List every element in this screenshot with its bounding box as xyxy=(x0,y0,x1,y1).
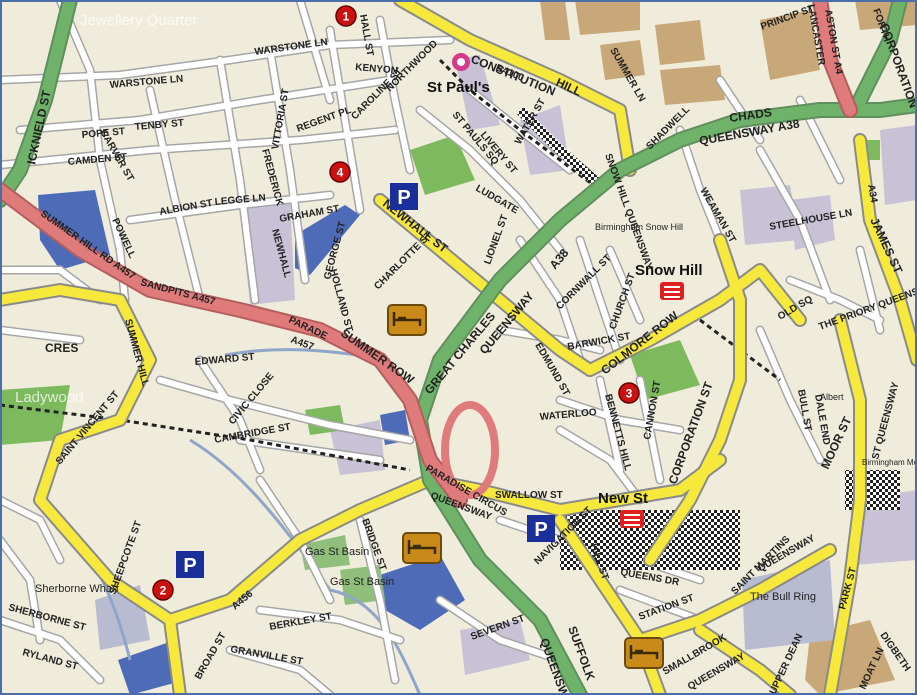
road-label: CHADS xyxy=(728,105,772,125)
station-label: St Paul's xyxy=(427,79,490,96)
hotel-1[interactable] xyxy=(387,304,427,336)
poi-label: Gas St Basin xyxy=(330,576,394,588)
marker-4[interactable]: 4 xyxy=(329,161,351,183)
station-label: Snow Hill xyxy=(635,262,703,279)
poi-label: Gas St Basin xyxy=(305,546,369,558)
parking-1[interactable]: P xyxy=(390,183,418,210)
bed-icon xyxy=(407,540,437,554)
rail-icon-lines xyxy=(664,286,680,298)
red-roads xyxy=(0,0,858,508)
road-label: CRES xyxy=(45,341,78,355)
marker-number: 1 xyxy=(343,10,350,24)
poi-label: Birmingham Moor St xyxy=(862,458,917,467)
road-label: A34 xyxy=(865,184,879,204)
marker-circle xyxy=(152,579,174,601)
poi-label: Sherborne Wharf xyxy=(35,583,120,595)
area-label-jewellery-quarter: Jewellery Quarter xyxy=(80,12,198,29)
area-label-ladywood: Ladywood xyxy=(15,389,83,406)
poi-label: Albert xyxy=(820,392,844,402)
minor-roads xyxy=(0,0,885,695)
marker-circle xyxy=(335,5,357,27)
bed-icon xyxy=(629,645,659,659)
poi-labels: Gas St Basin Gas St Basin Sherborne Whar… xyxy=(35,222,917,603)
marker-number: 2 xyxy=(160,584,167,598)
road-label: SWALLOW ST xyxy=(495,490,563,501)
marker-number: 3 xyxy=(626,387,633,401)
parking-icon xyxy=(527,515,555,542)
marker-2[interactable]: 2 xyxy=(152,579,174,601)
parking-2[interactable]: P xyxy=(527,515,555,542)
parking-letter: P xyxy=(183,555,196,577)
poi-label: The Bull Ring xyxy=(750,591,816,603)
road-label: WATERLOO xyxy=(539,407,597,423)
station-new-st[interactable]: New St xyxy=(598,490,648,528)
rail-icon-lines xyxy=(624,514,640,526)
marker-number: 4 xyxy=(337,166,344,180)
marker-3[interactable]: 3 xyxy=(618,382,640,404)
road-label: EDWARD ST xyxy=(194,352,255,368)
bed-icon xyxy=(392,312,422,326)
station-st-pauls[interactable]: St Paul's xyxy=(427,53,490,96)
station-label: New St xyxy=(598,490,648,507)
marker-circle xyxy=(329,161,351,183)
parking-3[interactable]: P xyxy=(176,551,204,578)
hotel-3[interactable] xyxy=(624,637,664,669)
parking-letter: P xyxy=(397,187,410,209)
parking-icon xyxy=(176,551,204,578)
hotel-2[interactable] xyxy=(402,532,442,564)
station-snow-hill[interactable]: Snow Hill xyxy=(635,262,703,300)
road-label: KENYON xyxy=(355,62,399,77)
road-label: TENBY ST xyxy=(134,118,184,133)
marker-1[interactable]: 1 xyxy=(335,5,357,27)
marker-circle xyxy=(618,382,640,404)
road-label: CAMDEN ST xyxy=(67,152,127,168)
road-label: POPE ST xyxy=(81,126,125,141)
metro-icon-inner xyxy=(457,58,465,66)
snow-hill-tracks xyxy=(516,106,604,189)
poi-label: Birmingham Snow Hill xyxy=(595,222,683,232)
parking-icon xyxy=(390,183,418,210)
parking-letter: P xyxy=(534,519,547,541)
road-label: LEGGE LN xyxy=(214,193,266,208)
